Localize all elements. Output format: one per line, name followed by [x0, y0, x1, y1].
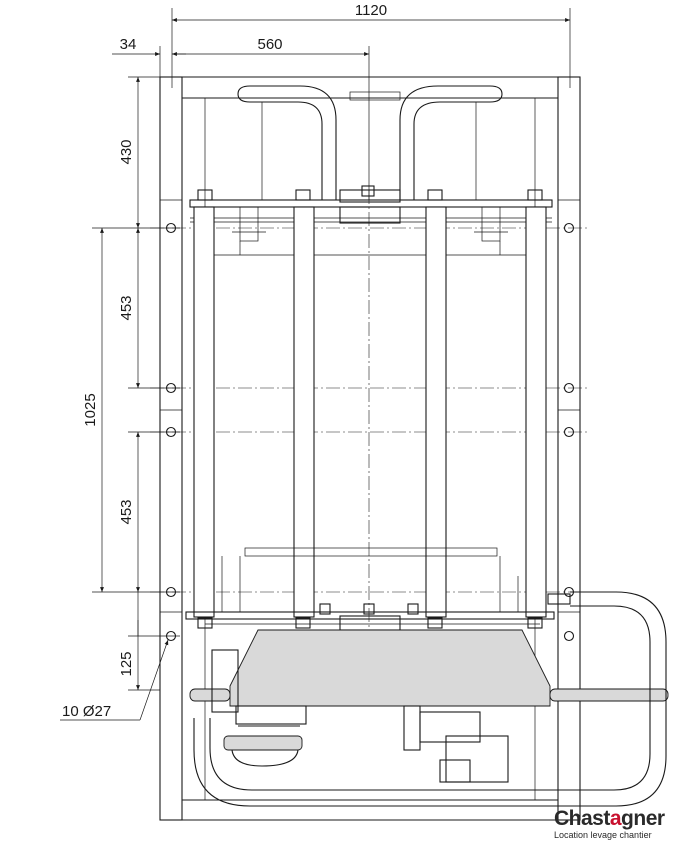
dim-hole-span: 1025: [82, 393, 99, 426]
lower-machine-block: [185, 547, 669, 783]
center-lines: [150, 190, 590, 640]
upper-cross-plate: [189, 185, 553, 256]
vertical-rails: [193, 206, 547, 618]
dim-bottom-offset: 125: [118, 651, 135, 676]
top-lifting-handles: [237, 85, 503, 203]
logo-tagline: Location levage chantier: [554, 830, 652, 840]
dim-hole-spacing-upper: 453: [118, 295, 135, 320]
dimension-lines: [60, 8, 571, 721]
dim-half-width: 560: [257, 36, 282, 53]
dim-hole-spacing-lower: 453: [118, 499, 135, 524]
dim-edge-offset: 34: [120, 36, 137, 53]
holes-callout: 10 Ø27: [62, 703, 111, 720]
outer-frame: [159, 76, 581, 821]
dim-total-width: 1120: [355, 2, 387, 19]
brand-logo: Chastagner Location levage chantier: [554, 808, 682, 848]
logo-wordmark: Chastagner: [554, 807, 665, 830]
dimension-labels: 1120 560 34 430 453 1025 453 125 10 Ø27: [62, 2, 387, 720]
lower-roll-cage: [193, 591, 667, 807]
mounting-holes: [165, 222, 575, 642]
dim-top-height: 430: [118, 139, 135, 164]
